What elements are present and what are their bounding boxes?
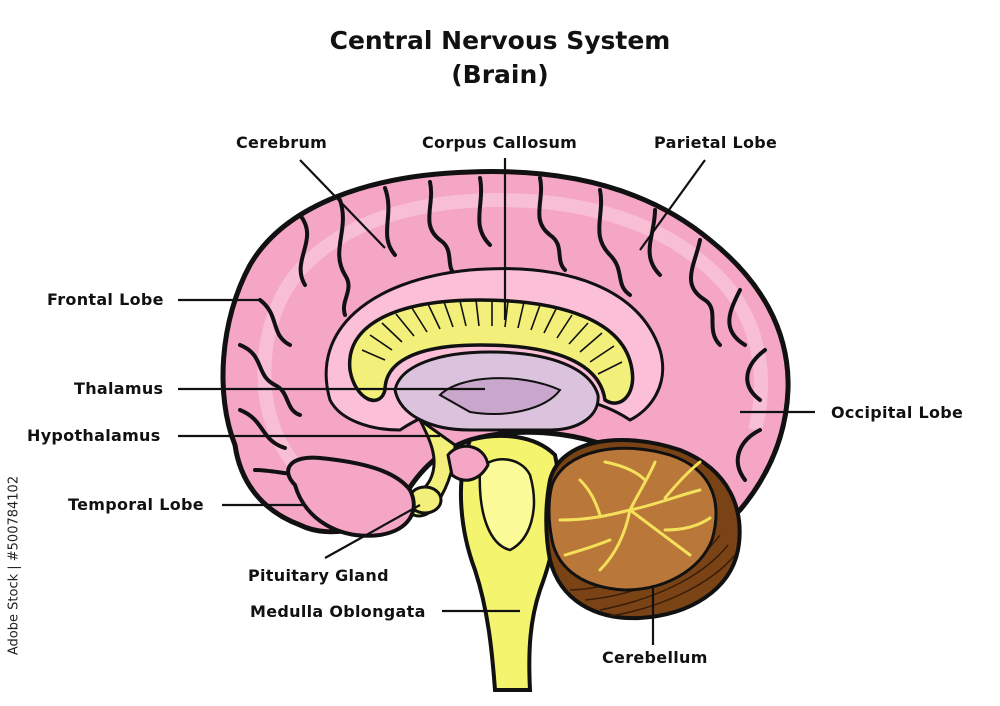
label-occipital-lobe: Occipital Lobe xyxy=(831,403,964,422)
label-parietal-lobe: Parietal Lobe xyxy=(654,133,778,152)
label-frontal-lobe: Frontal Lobe xyxy=(47,290,164,309)
leader-lines xyxy=(178,158,815,645)
corpus-callosum-fibers xyxy=(361,299,623,375)
cerebrum-leader xyxy=(299,159,386,249)
pituitary-gland-leader xyxy=(324,504,421,559)
temporal-lobe-shape xyxy=(286,455,416,538)
diagram-title: Central Nervous System xyxy=(329,26,671,55)
cerebellum-top xyxy=(547,446,718,592)
diagram-subtitle: (Brain) xyxy=(451,60,549,89)
label-pituitary-gland: Pituitary Gland xyxy=(248,566,389,585)
cortex-rim xyxy=(257,192,769,475)
label-cerebellum: Cerebellum xyxy=(602,648,708,667)
label-thalamus: Thalamus xyxy=(74,379,164,398)
pons-shape xyxy=(478,458,536,552)
stock-watermark: Adobe Stock | #500784102 xyxy=(2,470,22,670)
parietal-lobe-leader xyxy=(639,159,706,251)
label-hypothalamus: Hypothalamus xyxy=(27,426,161,445)
label-corpus-callosum: Corpus Callosum xyxy=(422,133,578,152)
corpus-callosum-shape xyxy=(348,298,635,405)
label-cerebrum: Cerebrum xyxy=(236,133,328,152)
stock-id-text: Adobe Stock | #500784102 xyxy=(6,475,22,656)
gyri-folds xyxy=(238,176,767,502)
midbrain-shape xyxy=(446,444,490,482)
label-medulla-oblongata: Medulla Oblongata xyxy=(250,602,426,621)
label-temporal-lobe: Temporal Lobe xyxy=(68,495,204,514)
arbor-vitae xyxy=(558,460,712,572)
thalamus-inner xyxy=(438,377,562,415)
